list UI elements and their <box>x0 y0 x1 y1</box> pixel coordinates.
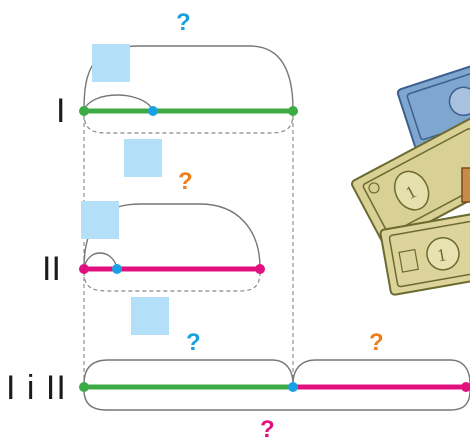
row2-part-arc <box>84 253 117 268</box>
row2-start-dot <box>79 264 89 274</box>
question-top: ? <box>176 11 191 35</box>
answer-box-row2-part[interactable] <box>81 201 119 239</box>
row1-bottom-bracket <box>84 113 293 133</box>
row1-label: I <box>56 94 65 128</box>
row1-start-dot <box>79 106 89 116</box>
answer-box-row2-below[interactable] <box>131 297 169 335</box>
row2-label: II <box>42 252 61 286</box>
row3-end-dot <box>461 382 470 392</box>
question-row3-left: ? <box>186 331 201 355</box>
row1-split-dot <box>148 106 158 116</box>
row2-bottom-bracket <box>84 272 260 291</box>
row1-end-dot <box>288 106 298 116</box>
row3-bottom-bracket <box>84 390 470 410</box>
row3-left-top-bracket <box>84 360 293 384</box>
question-row3-right: ? <box>369 331 384 355</box>
question-row1-below: ? <box>178 170 193 194</box>
question-bottom: ? <box>260 418 275 442</box>
answer-box-row1-part[interactable] <box>92 44 130 82</box>
row3-right-top-bracket <box>293 360 470 384</box>
row3-split-dot <box>288 382 298 392</box>
row3-label: I i II <box>6 371 67 405</box>
row1-part-arc <box>84 95 153 110</box>
row3-start-dot <box>79 382 89 392</box>
answer-box-row1-below[interactable] <box>124 139 162 177</box>
row2-end-dot <box>255 264 265 274</box>
row2-split-dot <box>112 264 122 274</box>
banknotes-illustration: 1 1 <box>351 53 470 295</box>
